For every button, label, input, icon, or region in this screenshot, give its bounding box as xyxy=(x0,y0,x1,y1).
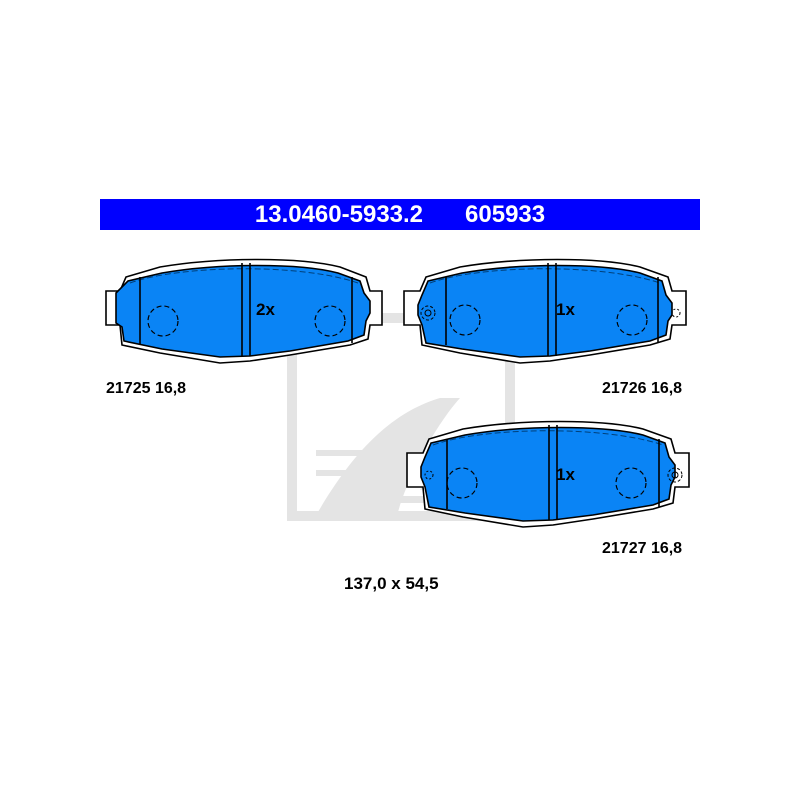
pad-1-label: 21725 16,8 xyxy=(106,380,187,397)
brake-pad-1 xyxy=(105,258,383,364)
reference-number: 605933 xyxy=(465,200,546,228)
brake-pad-3 xyxy=(406,420,690,528)
brake-pad-2 xyxy=(403,258,687,364)
pad-3-label: 21727 16,8 xyxy=(602,540,683,557)
pad-3-quantity: 1x xyxy=(556,465,575,484)
pad-2-label: 21726 16,8 xyxy=(602,380,683,397)
part-number: 13.0460-5933.2 xyxy=(254,200,424,228)
pad-dimensions: 137,0 x 54,5 xyxy=(344,574,439,593)
pad-2-quantity: 1x xyxy=(556,300,575,319)
part-number-banner: 13.0460-5933.2 605933 xyxy=(100,199,700,230)
pad-1-quantity: 2x xyxy=(256,300,275,319)
